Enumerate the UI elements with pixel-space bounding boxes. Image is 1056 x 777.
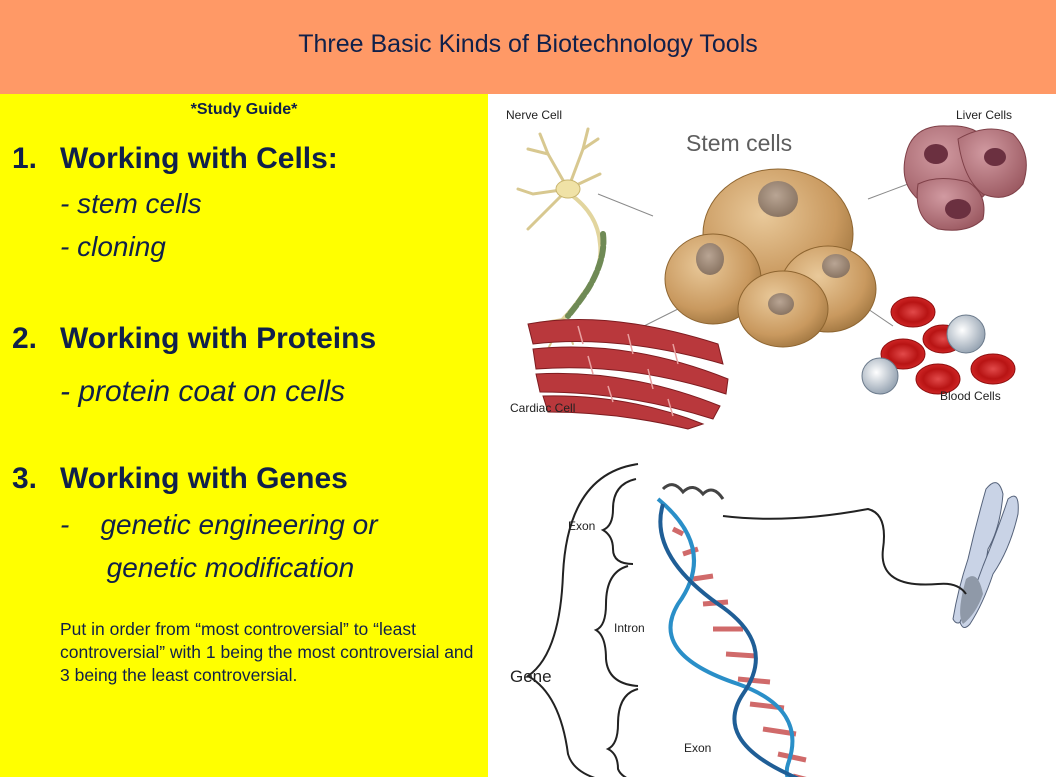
item-1-sub-1: - stem cells [60,188,202,219]
chromosome-drawing [952,482,1019,628]
title-bar: Three Basic Kinds of Biotechnology Tools [0,0,1056,94]
study-guide-label: *Study Guide* [190,101,298,118]
liver-cells-drawing [903,125,1027,231]
exon-bottom-label: Exon [684,741,711,755]
item-2-sub-1: - protein coat on cells [60,375,346,408]
cardiac-cell-label: Cardiac Cell [510,401,575,415]
instruction-note: Put in order from “most controversial” t… [60,619,474,685]
item-3-heading: Working with Genes [60,462,348,495]
dna-helix-drawing [656,497,807,777]
stem-cells-title: Stem cells [686,130,792,156]
item-3-number: 3. [12,462,38,495]
item-2-heading: Working with Proteins [60,322,377,355]
item-3-sub-1: - genetic engineering or [60,509,378,540]
item-1-number: 1. [12,142,38,175]
item-1-sub-2: - cloning [60,231,166,262]
liver-cells-label: Liver Cells [956,108,1012,122]
text-panel: *Study Guide* 1. Working with Cells: - s… [0,94,488,777]
blood-cells-drawing [861,296,1016,395]
intron-label: Intron [614,621,645,635]
item-2-number: 2. [12,322,38,355]
image-panel: Nerve Cell Stem cells Liver Cells Cardia… [488,94,1056,777]
stem-cells-illustration: Nerve Cell Stem cells Liver Cells Cardia… [506,108,1027,430]
exon-top-label: Exon [568,519,595,533]
item-1-heading: Working with Cells: [60,142,338,175]
item-3-sub-2: genetic modification [60,552,355,583]
nerve-cell-label: Nerve Cell [506,108,562,122]
stem-cell-cluster-drawing [664,168,877,348]
gene-dna-illustration: Exon Intron Exon Gene [510,463,1019,777]
cardiac-cell-drawing [527,319,729,430]
blood-cells-label: Blood Cells [940,389,1001,403]
gene-brackets [526,463,639,777]
nerve-cell-drawing [516,127,607,350]
slide-title: Three Basic Kinds of Biotechnology Tools [298,30,758,58]
gene-label: Gene [510,667,552,686]
